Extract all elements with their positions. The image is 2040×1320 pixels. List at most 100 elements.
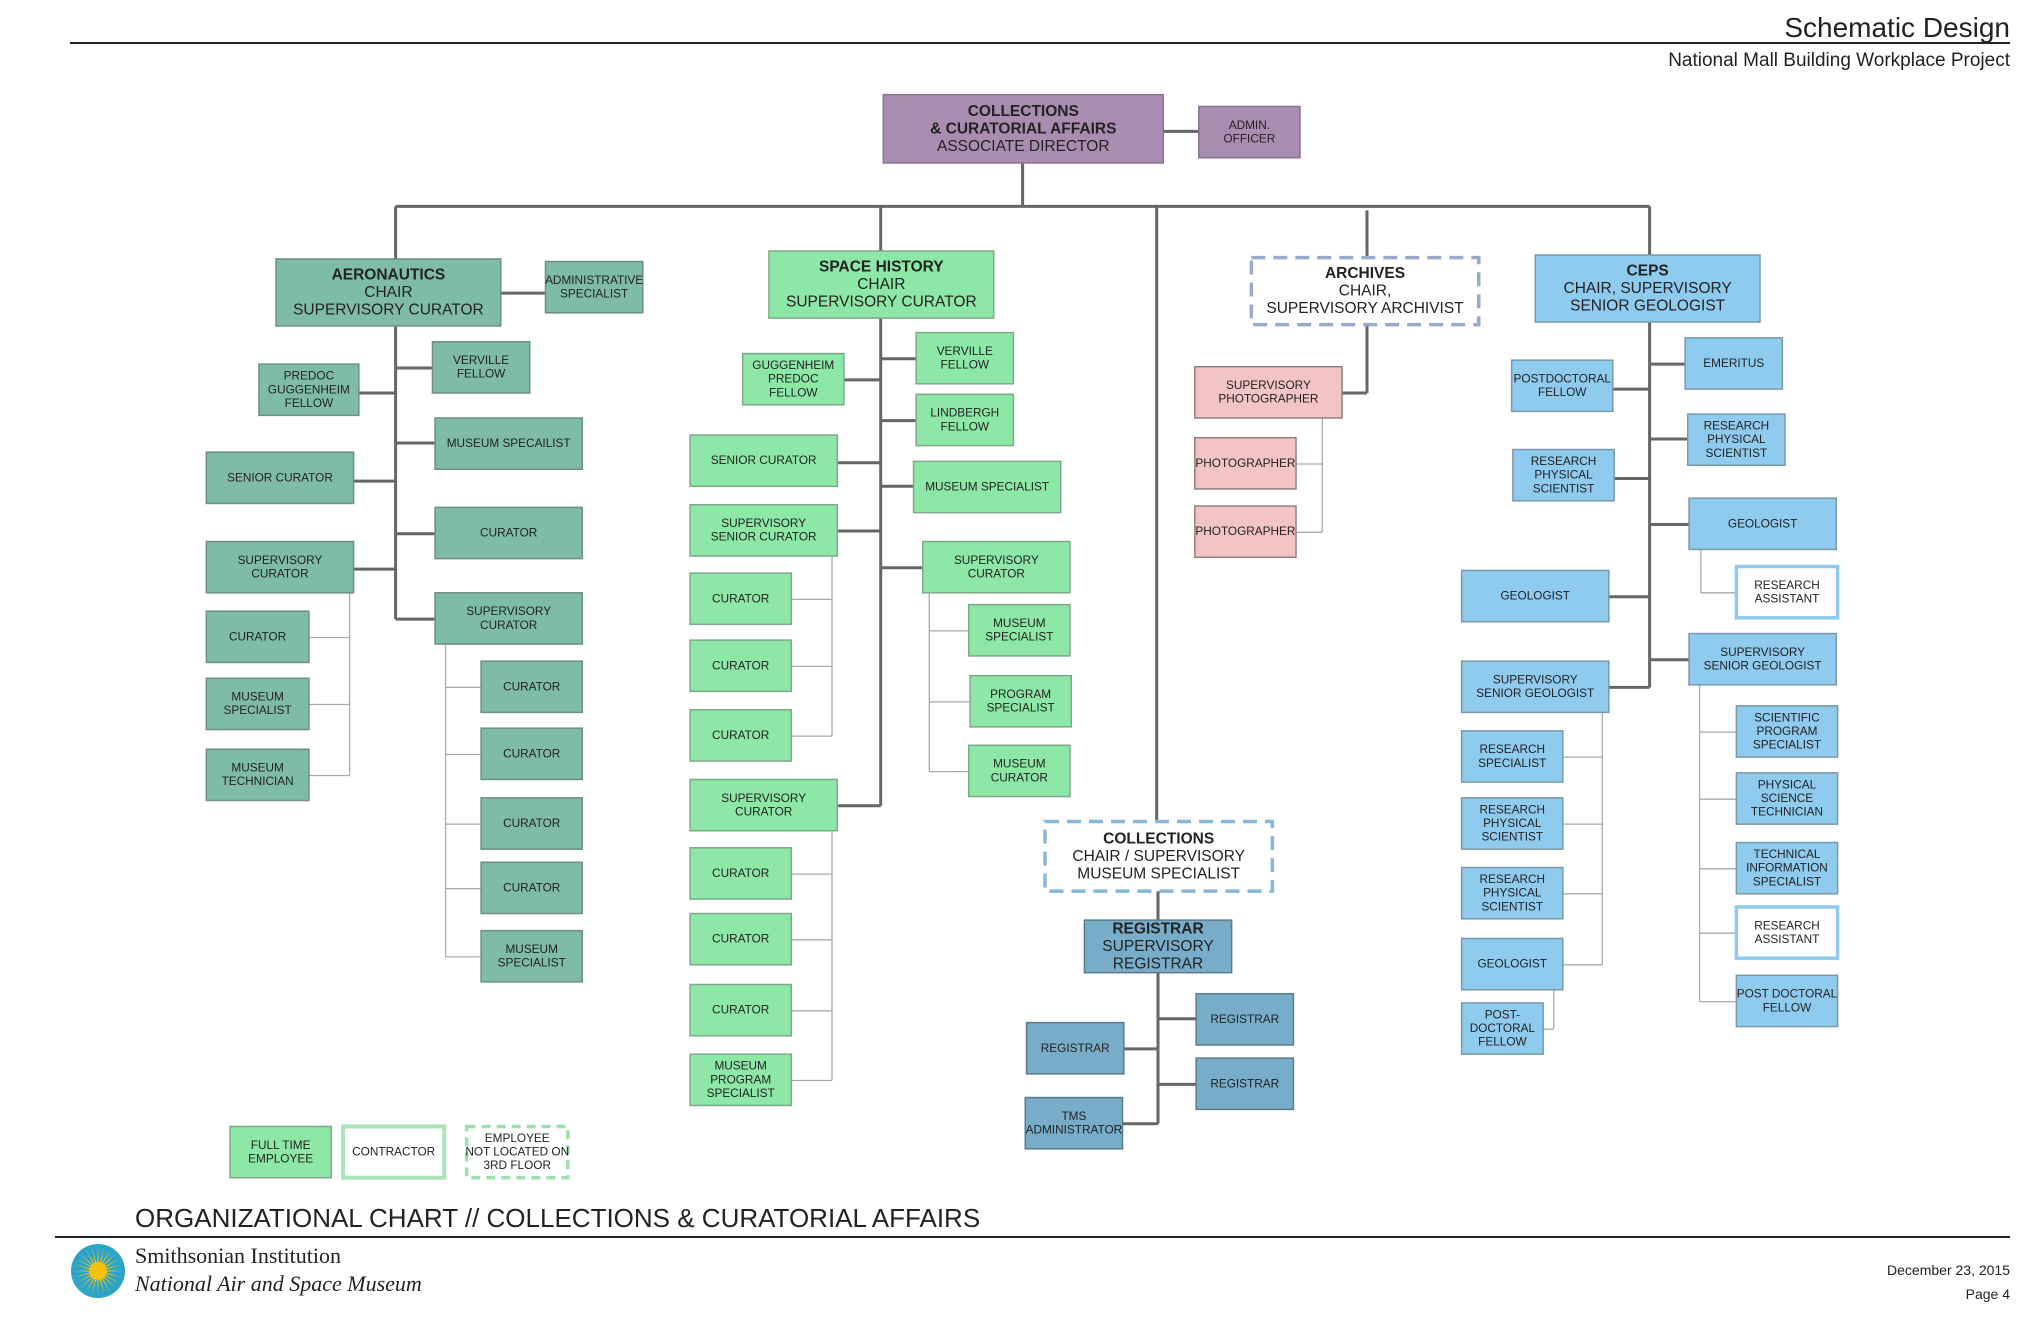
node-label: RESEARCH <box>1479 802 1545 816</box>
node-label: SUPERVISORY <box>954 553 1039 567</box>
sun-ray <box>91 1246 97 1263</box>
node-box <box>1460 1002 1544 1055</box>
node-label: POST- <box>1485 1008 1520 1022</box>
sun-ray <box>101 1249 111 1264</box>
node-space-c1: CURATOR <box>689 572 793 626</box>
node-label: SUPERVISORY CURATOR <box>293 302 484 319</box>
node-label: CURATOR <box>712 866 769 880</box>
node-label: ASSISTANT <box>1755 592 1820 606</box>
node-label: PHYSICAL <box>1758 778 1817 792</box>
node-label: CURATOR <box>712 1003 769 1017</box>
node-label: INFORMATION <box>1746 861 1828 875</box>
node-box <box>1688 497 1838 551</box>
node-box <box>434 417 584 471</box>
node-label: GUGGENHEIM <box>752 358 834 372</box>
node-label: ASSOCIATE DIRECTOR <box>937 138 1110 155</box>
node-box <box>434 592 584 645</box>
node-box <box>1534 254 1761 323</box>
node-space-c4: CURATOR <box>689 847 793 900</box>
node-box <box>1195 992 1295 1046</box>
node-label: MUSEUM <box>993 616 1045 630</box>
node-label: CURATOR <box>712 591 769 605</box>
node-box <box>1198 105 1301 159</box>
node-label: PHOTOGRAPHER <box>1195 524 1295 538</box>
node-label: ARCHIVES <box>1325 265 1405 282</box>
node-box <box>689 572 793 626</box>
node-label: CURATOR <box>991 770 1048 784</box>
node-ceps-emeritus: EMERITUS <box>1684 337 1784 390</box>
node-label: RESEARCH <box>1479 742 1545 756</box>
node-reg-l1: REGISTRAR <box>1025 1021 1125 1075</box>
page-subtitle: National Mall Building Workplace Project <box>1668 50 2010 71</box>
node-box <box>480 660 584 714</box>
node-aero-senior-curator: SENIOR CURATOR <box>205 451 355 505</box>
node-label: SCIENTIFIC <box>1754 710 1820 724</box>
node-box <box>1043 819 1275 893</box>
node-box <box>275 258 502 327</box>
node-box <box>1249 255 1481 327</box>
page-title: Schematic Design <box>1784 12 2010 43</box>
node-label: SPECIALIST <box>987 701 1055 715</box>
sun-ray <box>76 1258 91 1268</box>
node-space-museum-spec: MUSEUM SPECIALIST <box>912 460 1062 514</box>
node-label: SCIENCE <box>1761 791 1814 805</box>
node-label: FELLOW <box>1538 385 1587 399</box>
sun-ray <box>73 1272 90 1278</box>
sun-ray <box>97 1246 99 1263</box>
node-box <box>1460 797 1564 850</box>
node-label: FELLOW <box>285 396 334 410</box>
node-box <box>741 352 845 406</box>
node-aero-r-curator1: CURATOR <box>480 660 584 714</box>
node-box <box>1460 937 1564 991</box>
node-label: RESEARCH <box>1754 578 1820 592</box>
node-label: GEOLOGIST <box>1478 957 1548 971</box>
node-aero-museum-spec: MUSEUM SPECAILIST <box>434 417 584 471</box>
node-box <box>882 93 1165 164</box>
node-label: REGISTRAR <box>1210 1076 1279 1090</box>
node-label: TECHNICIAN <box>222 774 294 788</box>
node-label: CURATOR <box>968 567 1025 581</box>
node-label: SCIENTIST <box>1706 446 1768 460</box>
node-box <box>1460 866 1564 920</box>
connector-lines <box>308 129 1737 1126</box>
node-label: CURATOR <box>480 526 537 540</box>
node-label: ASSISTANT <box>1755 932 1820 946</box>
node-label: SCIENTIST <box>1481 899 1543 913</box>
sun-ray <box>91 1279 97 1296</box>
sun-ray <box>85 1249 95 1264</box>
node-label: ADMINISTRATIVE <box>545 273 643 287</box>
footer-divider <box>55 1236 2010 1238</box>
node-box <box>912 460 1062 514</box>
node-label: SUPERVISORY <box>1226 378 1311 392</box>
sun-ray <box>80 1253 93 1266</box>
node-label: RESEARCH <box>1479 872 1545 886</box>
node-label: CURATOR <box>503 679 560 693</box>
node-label: PHYSICAL <box>1483 816 1542 830</box>
sun-ray <box>106 1272 123 1278</box>
node-label: SUPERVISORY <box>466 604 551 618</box>
node-label: RESEARCH <box>1704 419 1770 433</box>
node-legend-contractor: CONTRACTOR <box>341 1124 447 1180</box>
node-label: PROGRAM <box>710 1072 771 1086</box>
node-label: SENIOR CURATOR <box>227 470 333 484</box>
node-label: VERVILLE <box>453 353 509 367</box>
node-box <box>1735 974 1839 1028</box>
node-ceps-geologist-r: GEOLOGIST <box>1688 497 1838 551</box>
node-box <box>480 727 584 781</box>
node-label: RESEARCH <box>1531 454 1597 468</box>
sun-ray <box>103 1253 116 1266</box>
sun-ray <box>105 1258 120 1268</box>
